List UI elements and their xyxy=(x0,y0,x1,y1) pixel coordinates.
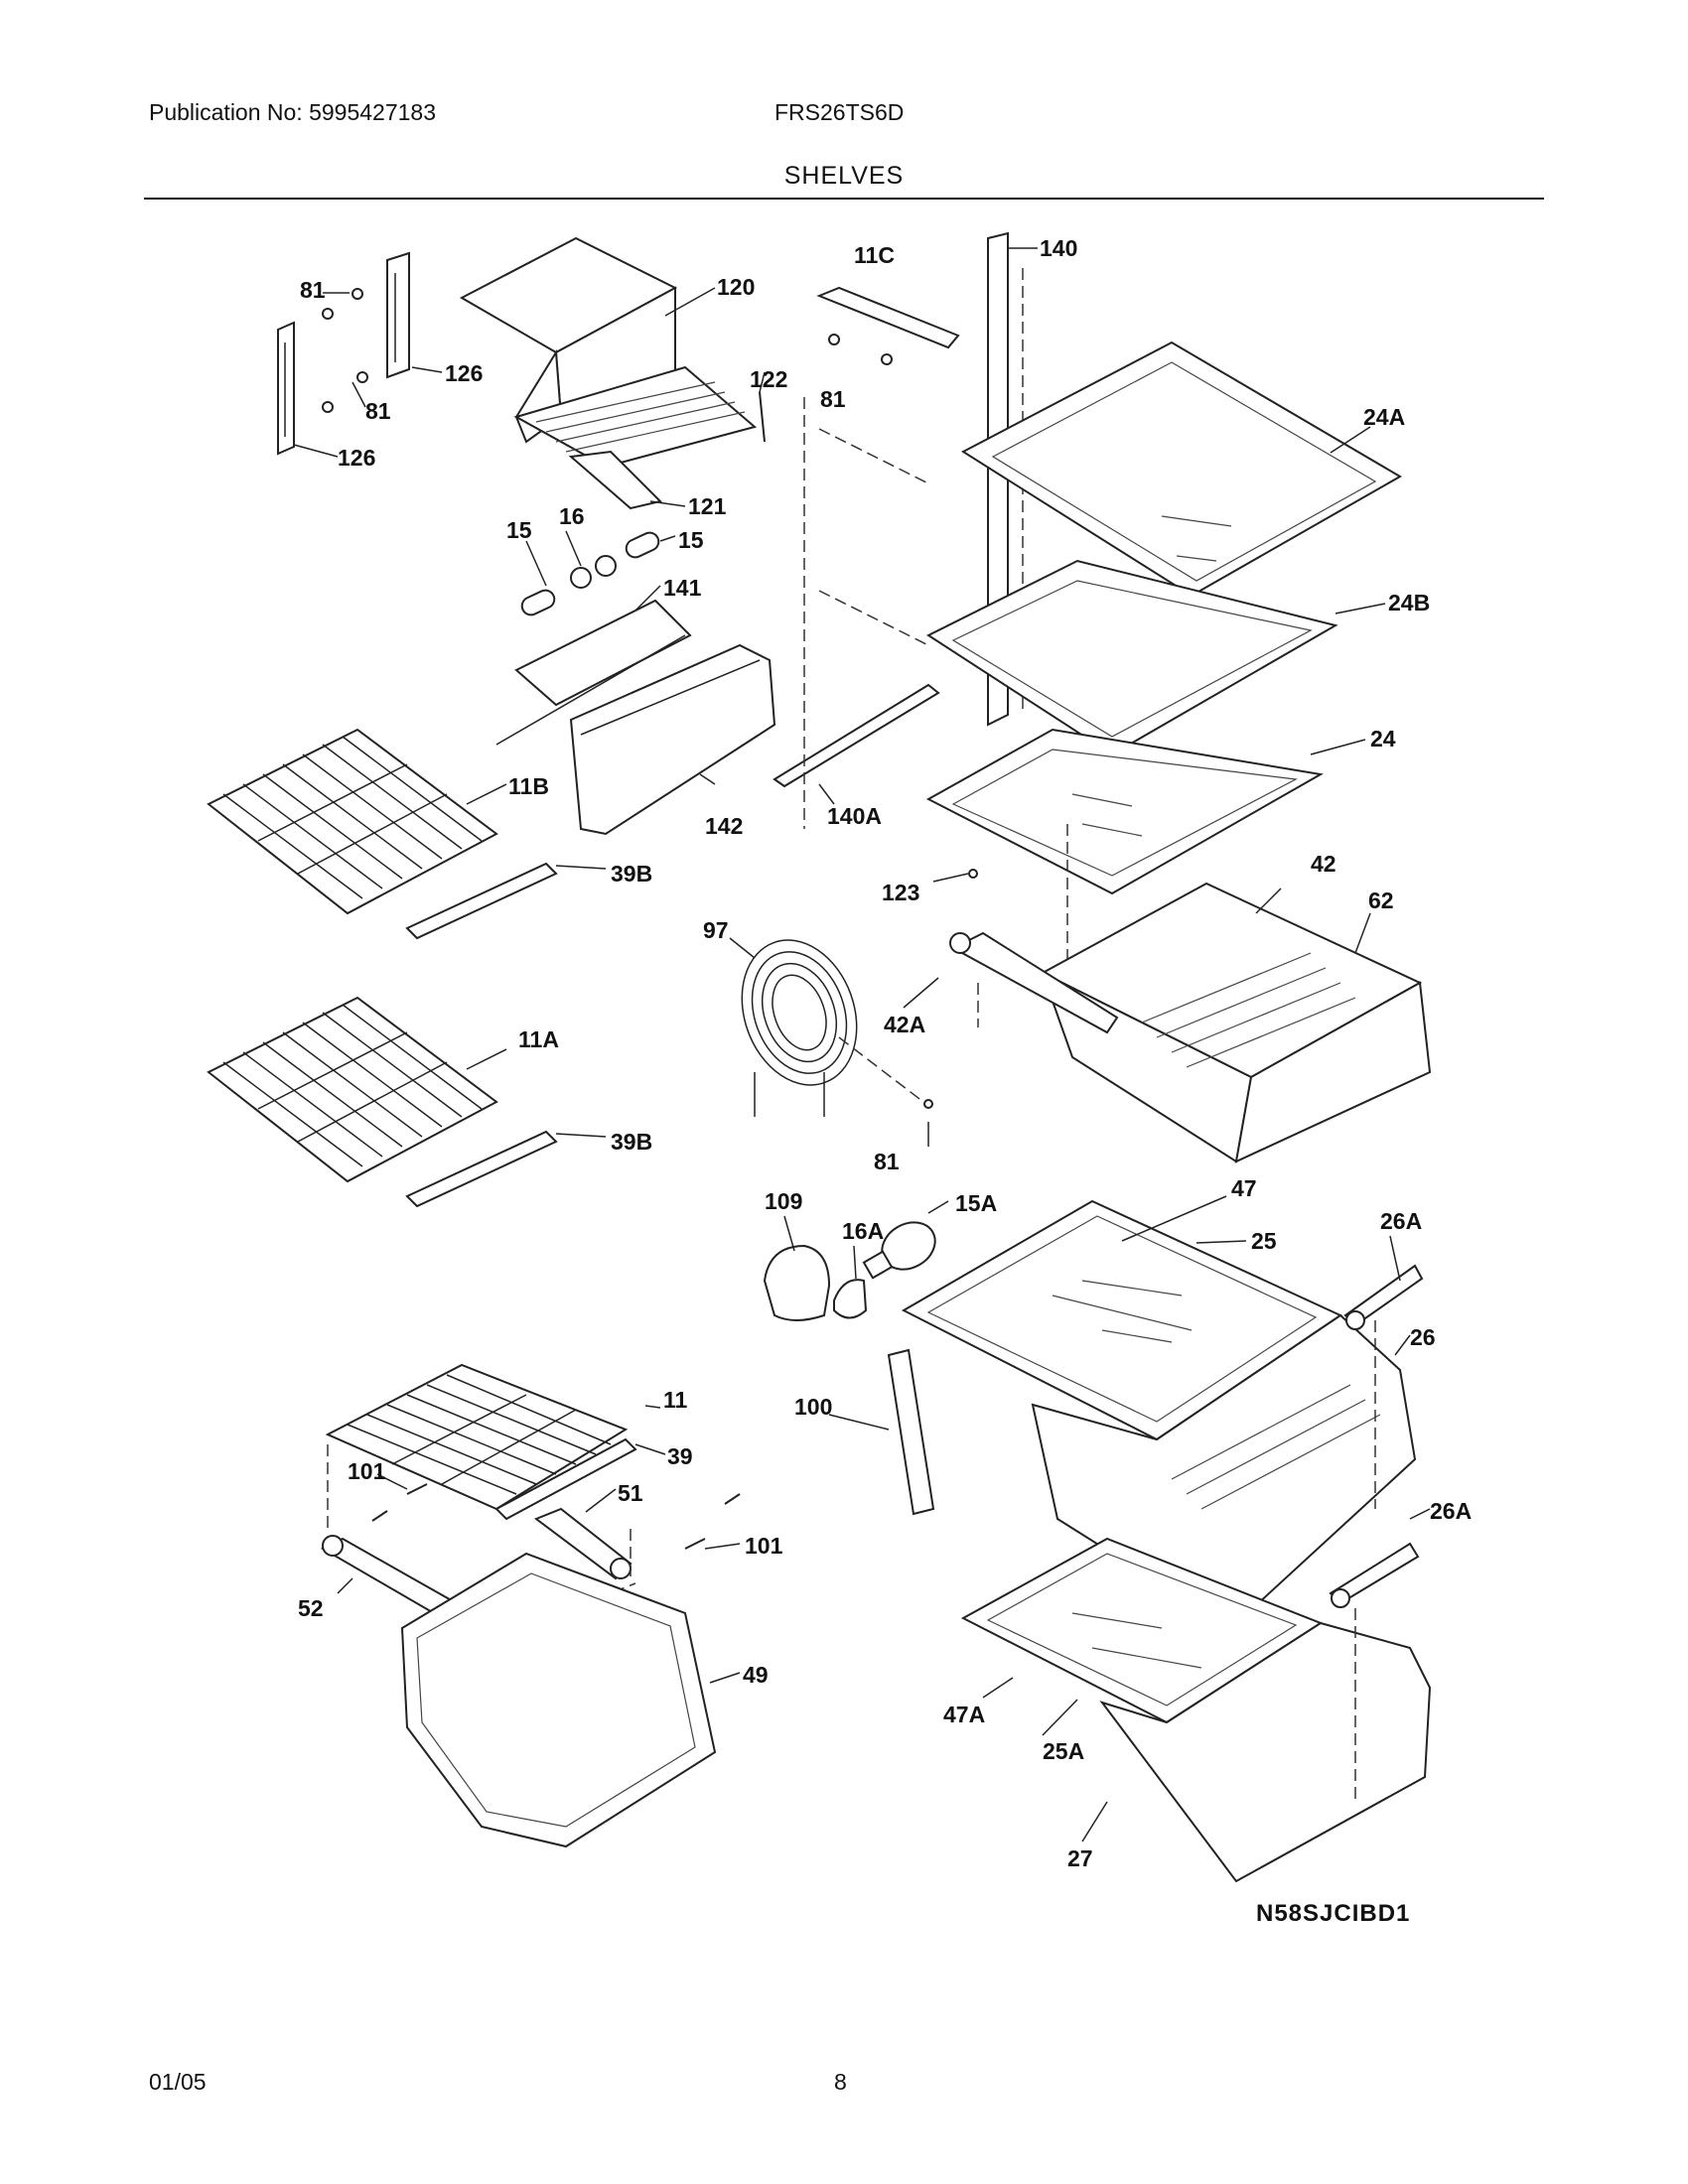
glass-shelf-24A xyxy=(960,341,1402,598)
callout-26A-b: 26A xyxy=(1430,1498,1472,1524)
wire-shelf-11A xyxy=(207,996,498,1183)
wire-shelf-11 xyxy=(325,1363,629,1511)
callout-24A: 24A xyxy=(1363,404,1405,430)
publication-number: Publication No: 5995427183 xyxy=(149,99,437,125)
callout-15A: 15A xyxy=(955,1190,997,1216)
callout-140: 140 xyxy=(1040,235,1077,261)
callout-141: 141 xyxy=(663,575,702,601)
callout-47: 47 xyxy=(1231,1175,1257,1201)
model-number: FRS26TS6D xyxy=(774,99,905,125)
callout-42: 42 xyxy=(1311,851,1336,877)
water-coil-97 xyxy=(741,939,858,1117)
callout-100: 100 xyxy=(794,1394,832,1420)
callout-101-a: 101 xyxy=(348,1458,386,1484)
callout-62: 62 xyxy=(1368,887,1394,913)
diagram-code: N58SJCIBD1 xyxy=(1256,1900,1410,1927)
wire-shelf-11B xyxy=(207,728,498,915)
callout-15-a: 15 xyxy=(506,517,532,543)
callout-47A: 47A xyxy=(943,1702,985,1727)
callout-122: 122 xyxy=(750,366,787,392)
trim-39B-upper xyxy=(405,862,558,940)
coil-dashline xyxy=(838,1036,924,1103)
callout-81-d: 81 xyxy=(874,1149,900,1174)
callout-26: 26 xyxy=(1410,1324,1436,1350)
trim-39B-lower xyxy=(405,1130,558,1208)
pin-122 xyxy=(759,391,766,443)
callout-49: 49 xyxy=(743,1662,769,1688)
shelf-dashline-2 xyxy=(818,590,929,646)
screws-81 xyxy=(322,288,368,413)
page-number: 8 xyxy=(834,2069,847,2095)
footer-date: 01/05 xyxy=(149,2069,207,2095)
callout-120: 120 xyxy=(717,274,755,300)
callout-25A: 25A xyxy=(1043,1738,1084,1764)
bulb-15A xyxy=(862,1221,936,1280)
callout-labels: 81 126 81 126 120 122 121 16 15 15 141 1… xyxy=(298,235,1472,1871)
light-bracket-141 xyxy=(495,599,692,746)
panel-100 xyxy=(887,1348,935,1516)
bracket-126-lower xyxy=(277,321,295,456)
bracket-126-upper xyxy=(386,251,410,379)
callout-11A: 11A xyxy=(518,1026,559,1052)
bin-49 xyxy=(400,1552,717,1848)
callout-15-b: 15 xyxy=(678,527,704,553)
callout-126-a: 126 xyxy=(445,360,483,386)
callout-24B: 24B xyxy=(1388,590,1430,615)
callout-142: 142 xyxy=(705,813,743,839)
lamp-shield-109 xyxy=(763,1244,831,1321)
bulbs-15 xyxy=(520,531,660,616)
glass-shelf-24 xyxy=(925,728,1324,895)
callout-11C: 11C xyxy=(854,242,895,268)
guide-140A xyxy=(773,683,940,788)
callout-39B-b: 39B xyxy=(611,1129,652,1155)
ice-bin-120 xyxy=(459,236,758,469)
callout-51: 51 xyxy=(618,1480,643,1506)
callout-26A-a: 26A xyxy=(1380,1208,1422,1234)
trim-39 xyxy=(494,1437,637,1521)
glass-shelf-24B xyxy=(925,559,1338,756)
callout-81-a: 81 xyxy=(300,277,326,303)
header-rule xyxy=(144,198,1544,200)
rail-121 xyxy=(568,450,662,510)
crisper-slide-42A xyxy=(949,931,1119,1034)
pan-27 xyxy=(1099,1621,1432,1883)
callout-52: 52 xyxy=(298,1595,324,1621)
screws-81-center xyxy=(828,334,893,365)
callout-123: 123 xyxy=(882,880,919,905)
screw-123 xyxy=(968,869,978,879)
callout-16A: 16A xyxy=(842,1218,884,1244)
callout-109: 109 xyxy=(765,1188,802,1214)
screws-101 xyxy=(371,1483,741,1550)
callout-97: 97 xyxy=(703,917,729,943)
slide-26A-lower xyxy=(1329,1542,1420,1608)
callout-81-b: 81 xyxy=(365,398,391,424)
callout-11: 11 xyxy=(663,1387,688,1413)
screw-81-coil xyxy=(923,1099,933,1109)
leader-lines xyxy=(293,247,1431,1843)
callout-126-b: 126 xyxy=(338,445,375,471)
callout-11B: 11B xyxy=(508,773,549,799)
callout-24: 24 xyxy=(1370,726,1396,751)
callout-16: 16 xyxy=(559,503,585,529)
section-title: SHELVES xyxy=(783,162,905,190)
lamp-sockets-16 xyxy=(570,555,617,589)
callout-39B-a: 39B xyxy=(611,861,652,887)
callout-101-b: 101 xyxy=(745,1533,783,1559)
slide-26A-upper xyxy=(1343,1264,1424,1330)
callout-27: 27 xyxy=(1067,1845,1093,1871)
rail-51 xyxy=(533,1507,633,1580)
callout-39: 39 xyxy=(667,1443,693,1469)
light-cover-142 xyxy=(569,643,776,836)
callout-42A: 42A xyxy=(884,1012,925,1037)
lamp-socket-16A xyxy=(833,1279,868,1319)
callout-121: 121 xyxy=(688,493,727,519)
callout-140A: 140A xyxy=(827,803,882,829)
callout-25: 25 xyxy=(1251,1228,1277,1254)
shelf-dashline xyxy=(818,428,929,484)
shelf-support-11C xyxy=(816,286,960,349)
callout-81-c: 81 xyxy=(820,386,846,412)
